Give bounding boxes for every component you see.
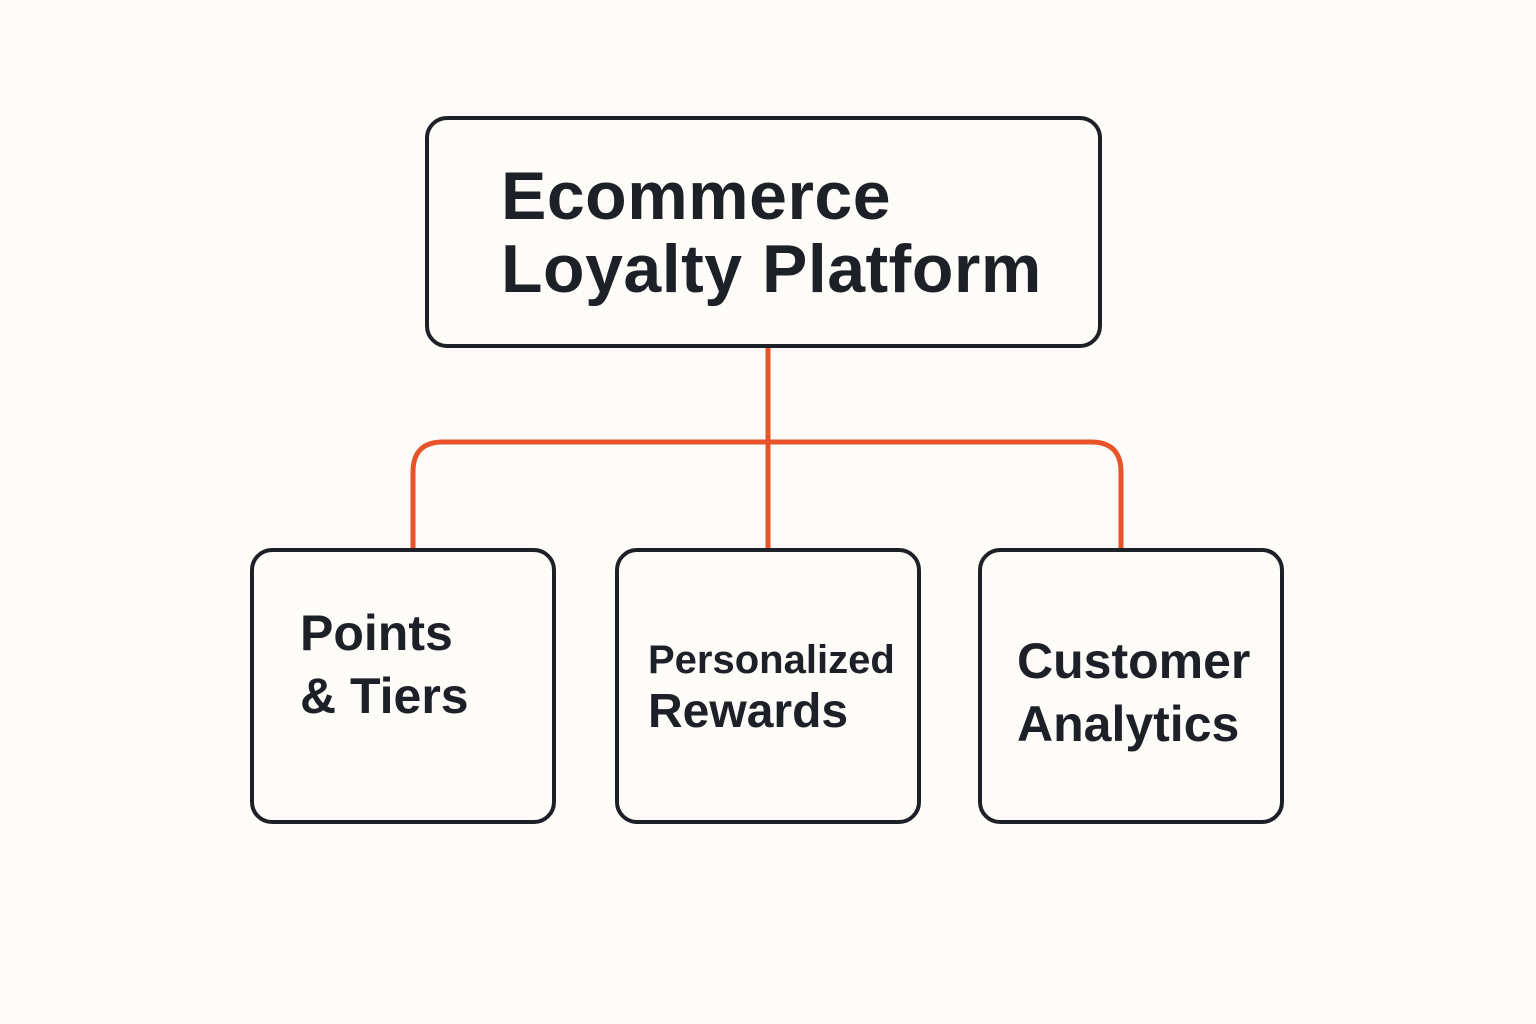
child-label-line-1: Customer xyxy=(1017,633,1251,689)
child-label-line-1: Points xyxy=(300,605,453,661)
root-label-line-1: Ecommerce xyxy=(501,158,892,234)
child-node-personalized-rewards: Personalized Rewards xyxy=(615,548,921,824)
child-label-line-2: Analytics xyxy=(1017,695,1240,752)
child-node-label: Customer Analytics xyxy=(1017,630,1250,755)
child-label-line-2: & Tiers xyxy=(300,667,469,724)
child-node-label: Points & Tiers xyxy=(300,602,469,727)
root-label-line-2: Loyalty Platform xyxy=(501,231,1042,308)
root-node-box: Ecommerce Loyalty Platform xyxy=(425,116,1102,348)
child-node-points-tiers: Points & Tiers xyxy=(250,548,556,824)
root-node-label: Ecommerce Loyalty Platform xyxy=(501,158,1042,308)
child-node-customer-analytics: Customer Analytics xyxy=(978,548,1284,824)
child-node-label: Personalized Rewards xyxy=(648,634,895,737)
child-label-line-1: Personalized xyxy=(648,638,895,682)
child-label-line-2: Rewards xyxy=(648,684,849,738)
